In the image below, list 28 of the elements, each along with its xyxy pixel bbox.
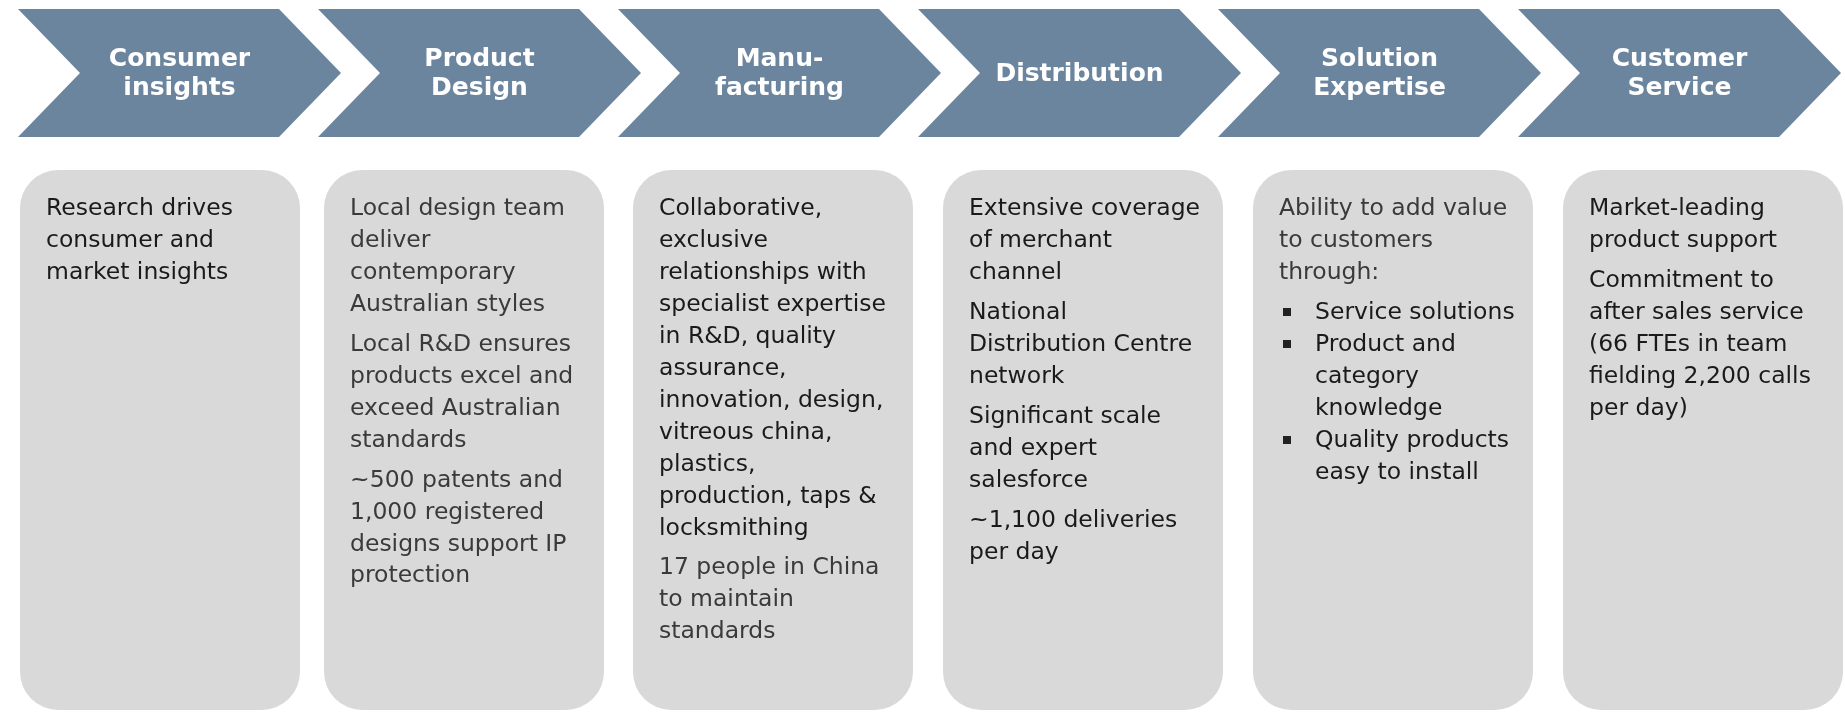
info-card	[20, 170, 300, 710]
card-text: Significant scale and expert salesforce	[969, 399, 1163, 495]
info-card	[943, 170, 1223, 710]
card-text: 17 people in China to maintain standards	[659, 551, 881, 647]
card-text: Ability to add value to customers through:	[1279, 192, 1509, 287]
stage-title: Consumer insights	[107, 44, 252, 102]
card-text: ~1,100 deliveries per day	[969, 503, 1179, 567]
card-text: Local design team deliver contemporary Australian styles	[350, 192, 566, 319]
stage-title: Customer Service	[1610, 44, 1749, 102]
bullet-text: Product and category knowledge	[1315, 328, 1456, 421]
card-text: Collaborative, exclusive relationships with specialist expertise in R&D, quality assurance, innovation, design, vitreous china, plastics, production, taps & locksmithing	[659, 192, 887, 543]
info-card	[1253, 170, 1533, 710]
card-text: Research drives consumer and market insights	[46, 192, 234, 287]
card-text: ~500 patents and 1,000 registered designs support IP protection	[350, 463, 568, 591]
stage-title: Solution Expertise	[1312, 44, 1447, 102]
card-text: Extensive coverage of merchant channel	[969, 192, 1202, 287]
bullet-text: Service solutions	[1315, 296, 1515, 325]
stage-title: Product Design	[423, 44, 536, 102]
info-card	[1563, 170, 1843, 710]
info-card	[324, 170, 604, 710]
card-text: Commitment to after sales service (66 FTEs in team fielding 2,200 calls per day)	[1589, 263, 1812, 423]
info-card	[633, 170, 913, 710]
bullet-text: Quality products easy to install	[1315, 424, 1510, 485]
card-text: Market-leading product support	[1589, 192, 1779, 255]
card-text: National Distribution Centre network	[969, 295, 1194, 391]
stage-title: Distribution	[995, 58, 1164, 88]
stage-title: Manu- facturing	[714, 44, 845, 102]
card-text: Local R&D ensures products excel and exceed Australian standards	[350, 327, 575, 455]
